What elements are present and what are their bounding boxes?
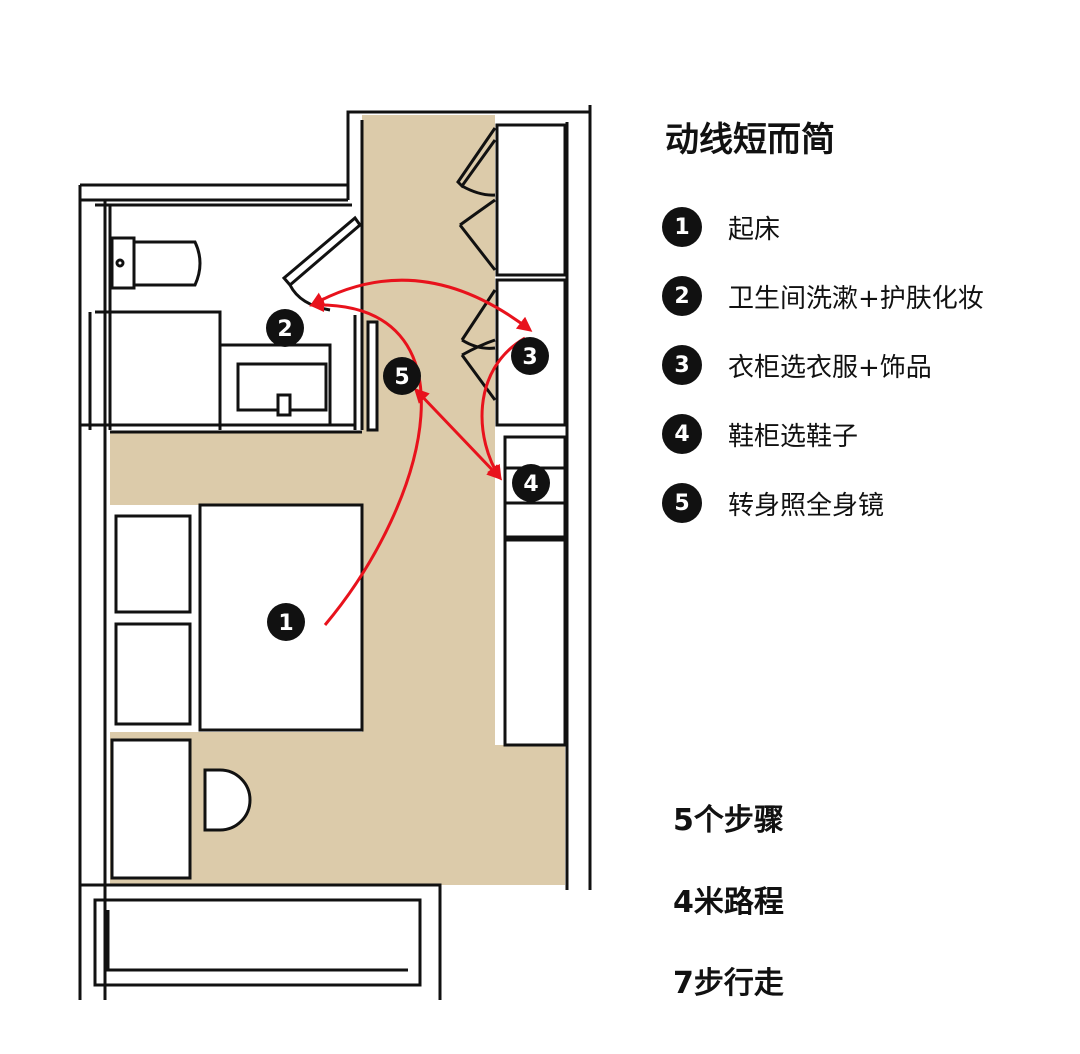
- legend-item: 1 起床: [662, 207, 780, 247]
- outer-wall: [78, 105, 592, 1000]
- legend-item: 5 转身照全身镜: [662, 483, 884, 523]
- step-number: 5: [662, 483, 702, 523]
- path-4-to-5: [413, 387, 503, 481]
- step-label: 鞋柜选鞋子: [728, 421, 859, 452]
- legend-item: 3 衣柜选衣服+饰品: [662, 345, 932, 385]
- legend-item: 4 鞋柜选鞋子: [662, 414, 858, 454]
- svg-text:3: 3: [522, 345, 537, 370]
- step-label: 衣柜选衣服+饰品: [728, 352, 932, 383]
- stat-steps: 5个步骤: [673, 803, 784, 838]
- stat-distance: 4米路程: [673, 885, 784, 920]
- path-2-to-3: [309, 278, 533, 332]
- bathroom-walls: [80, 203, 362, 434]
- svg-text:5: 5: [394, 365, 409, 390]
- balcony: [80, 883, 442, 1000]
- chair: [203, 768, 252, 832]
- nightstand: [114, 514, 192, 614]
- step-label: 转身照全身镜: [728, 490, 885, 521]
- desk: [110, 738, 192, 880]
- toilet-bowl: [132, 240, 202, 287]
- step-label: 卫生间洗漱+护肤化妆: [728, 283, 984, 314]
- bed: [198, 503, 364, 732]
- step-number: 2: [662, 276, 702, 316]
- step-number: 1: [662, 207, 702, 247]
- diagram-title: 动线短而简: [665, 120, 835, 160]
- svg-text:4: 4: [523, 472, 538, 497]
- step-number: 3: [662, 345, 702, 385]
- wardrobe: [495, 123, 567, 277]
- marker-5: 5: [383, 357, 421, 395]
- tall-cabinet: [503, 538, 567, 747]
- mirror: [366, 320, 379, 432]
- nightstand: [114, 622, 192, 726]
- marker-1: 1: [267, 603, 305, 641]
- step-number: 4: [662, 414, 702, 454]
- svg-text:2: 2: [277, 317, 292, 342]
- step-label: 起床: [728, 214, 781, 245]
- marker-2: 2: [266, 309, 304, 347]
- svg-text:1: 1: [278, 611, 293, 636]
- stat-walk: 7步行走: [673, 966, 784, 1001]
- bathroom-door: [281, 215, 363, 312]
- marker-4: 4: [512, 464, 550, 502]
- marker-3: 3: [511, 337, 549, 375]
- legend-item: 2 卫生间洗漱+护肤化妆: [662, 276, 984, 316]
- step-markers: 1 2 3 4 5: [266, 309, 550, 641]
